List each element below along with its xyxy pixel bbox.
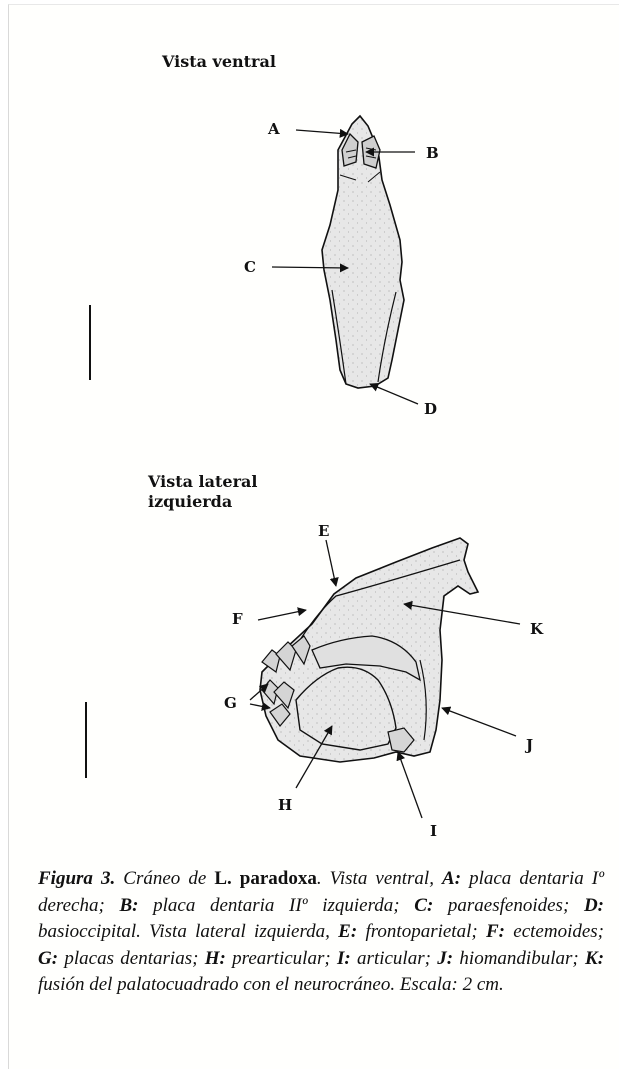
skull-figure: A B C D E F G H I J K — [0, 0, 627, 860]
label-g: G — [224, 694, 237, 712]
label-h: H — [278, 796, 292, 814]
arrow-i — [398, 752, 422, 818]
arrow-j — [442, 708, 516, 736]
lateral-skull-drawing — [260, 538, 478, 762]
arrow-d — [370, 384, 418, 404]
label-k: K — [530, 620, 544, 638]
label-b: B — [426, 144, 439, 162]
arrow-a — [296, 130, 348, 134]
label-d: D — [424, 400, 437, 418]
arrow-f — [258, 610, 306, 620]
label-i: I — [430, 822, 437, 840]
label-e: E — [318, 522, 329, 540]
label-j: J — [524, 736, 533, 754]
label-c: C — [244, 258, 256, 276]
label-a: A — [267, 120, 280, 138]
label-f: F — [232, 610, 243, 628]
caption-figure-number: Figura 3. — [38, 868, 115, 889]
arrow-e — [326, 540, 336, 586]
figure-caption: Figura 3. Cráneo de L. paradoxa. Vista v… — [38, 866, 604, 999]
ventral-skull-drawing — [322, 116, 404, 388]
caption-species: L. paradoxa — [214, 868, 317, 889]
